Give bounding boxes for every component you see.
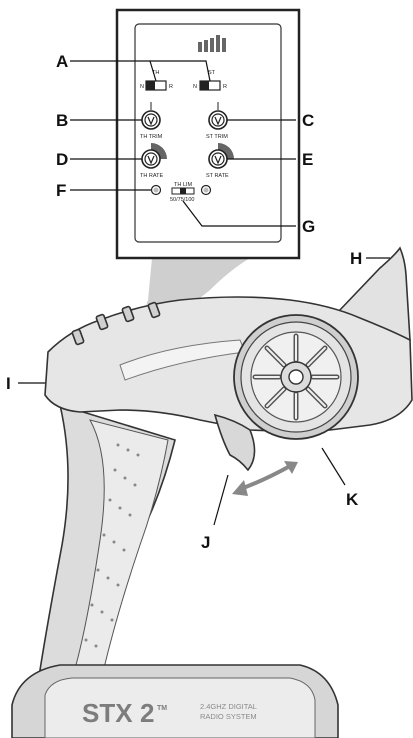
callout-d: D [56, 150, 68, 169]
logo-stx: STX [82, 698, 133, 728]
callout-g: G [302, 217, 315, 236]
control-panel: TH N R ST N R TH TRIM ST T [115, 8, 301, 260]
callout-a: A [56, 52, 68, 71]
st-rate-knob[interactable]: ST RATE [206, 143, 234, 179]
base-plate [44, 677, 316, 738]
callout-b: B [56, 111, 68, 130]
th-switch-label: TH [152, 70, 159, 76]
st-rate-label: ST RATE [206, 173, 229, 179]
callout-c: C [302, 111, 314, 130]
brand-line-1: 2.4GHZ DIGITAL [200, 702, 257, 711]
led-indicator-left [150, 184, 162, 196]
callout-i: I [6, 374, 11, 393]
throttle-trigger[interactable] [213, 413, 256, 472]
st-r-label: R [223, 84, 227, 90]
th-r-label: R [169, 84, 173, 90]
st-switch-label: ST [208, 70, 216, 76]
brand-line-2: RADIO SYSTEM [200, 712, 257, 721]
th-trim-knob[interactable]: TH TRIM [140, 102, 163, 140]
th-limit-switch[interactable]: TH LIM 50/75/100 [170, 182, 195, 203]
led-indicator-right [200, 184, 212, 196]
brand-logo: STX 2 TM [82, 698, 167, 728]
st-trim-knob[interactable]: ST TRIM [206, 102, 228, 140]
callout-e: E [302, 150, 313, 169]
st-trim-label: ST TRIM [206, 134, 228, 140]
th-lim-values: 50/75/100 [170, 197, 194, 203]
th-trim-label: TH TRIM [140, 134, 163, 140]
th-lim-label: TH LIM [174, 182, 192, 188]
st-n-label: N [193, 84, 197, 90]
steering-wheel[interactable] [233, 314, 359, 440]
logo-trademark: TM [157, 705, 167, 712]
trigger-motion-arrow-icon [232, 461, 298, 496]
grip-texture [84, 443, 140, 648]
logo-number: 2 [140, 698, 154, 728]
callout-j: J [201, 533, 210, 552]
callout-f: F [56, 181, 66, 200]
signal-logo-icon [198, 35, 226, 52]
callout-k: K [346, 490, 359, 509]
th-rate-knob[interactable]: TH RATE [140, 143, 167, 179]
th-n-label: N [140, 84, 144, 90]
callout-h: H [350, 249, 362, 268]
callout-lines [18, 60, 390, 526]
th-rate-label: TH RATE [140, 173, 163, 179]
